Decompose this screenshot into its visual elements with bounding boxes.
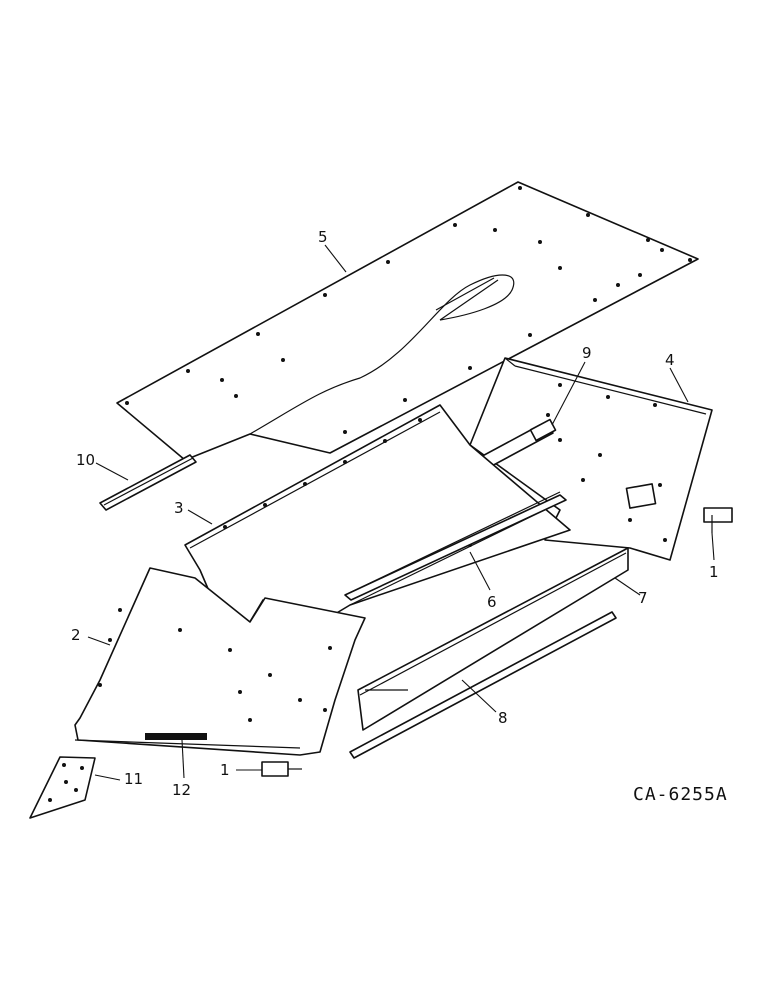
callout-1-right: 1 [709, 563, 719, 581]
part-1-bracket-left [261, 761, 302, 777]
part-10-angle-strip [99, 454, 197, 511]
callout-9: 9 [582, 344, 592, 362]
part-1-bracket-right [703, 507, 733, 533]
callout-8: 8 [498, 709, 508, 727]
callout-11: 11 [124, 770, 143, 788]
callout-3: 3 [174, 499, 184, 517]
part-4-rear-panel [469, 357, 713, 561]
callout-4: 4 [665, 351, 675, 369]
part-8-bottom-strip [349, 611, 617, 759]
callout-6: 6 [487, 593, 497, 611]
part-6-strip [344, 494, 567, 601]
part-7-lower-channel [357, 547, 629, 731]
part-11-corner-plate [29, 756, 96, 819]
callout-1-left: 1 [220, 761, 230, 779]
drawing-code: CA-6255A [633, 784, 728, 805]
part-2-side-panel [74, 567, 366, 756]
callout-5: 5 [318, 228, 328, 246]
leader-lines [87, 244, 715, 781]
callout-12: 12 [172, 781, 191, 799]
callout-10: 10 [76, 451, 95, 469]
callout-labels: 5 9 4 10 3 1 6 7 2 8 1 11 12 [71, 228, 719, 799]
callout-7: 7 [638, 589, 648, 607]
callout-2: 2 [71, 626, 81, 644]
